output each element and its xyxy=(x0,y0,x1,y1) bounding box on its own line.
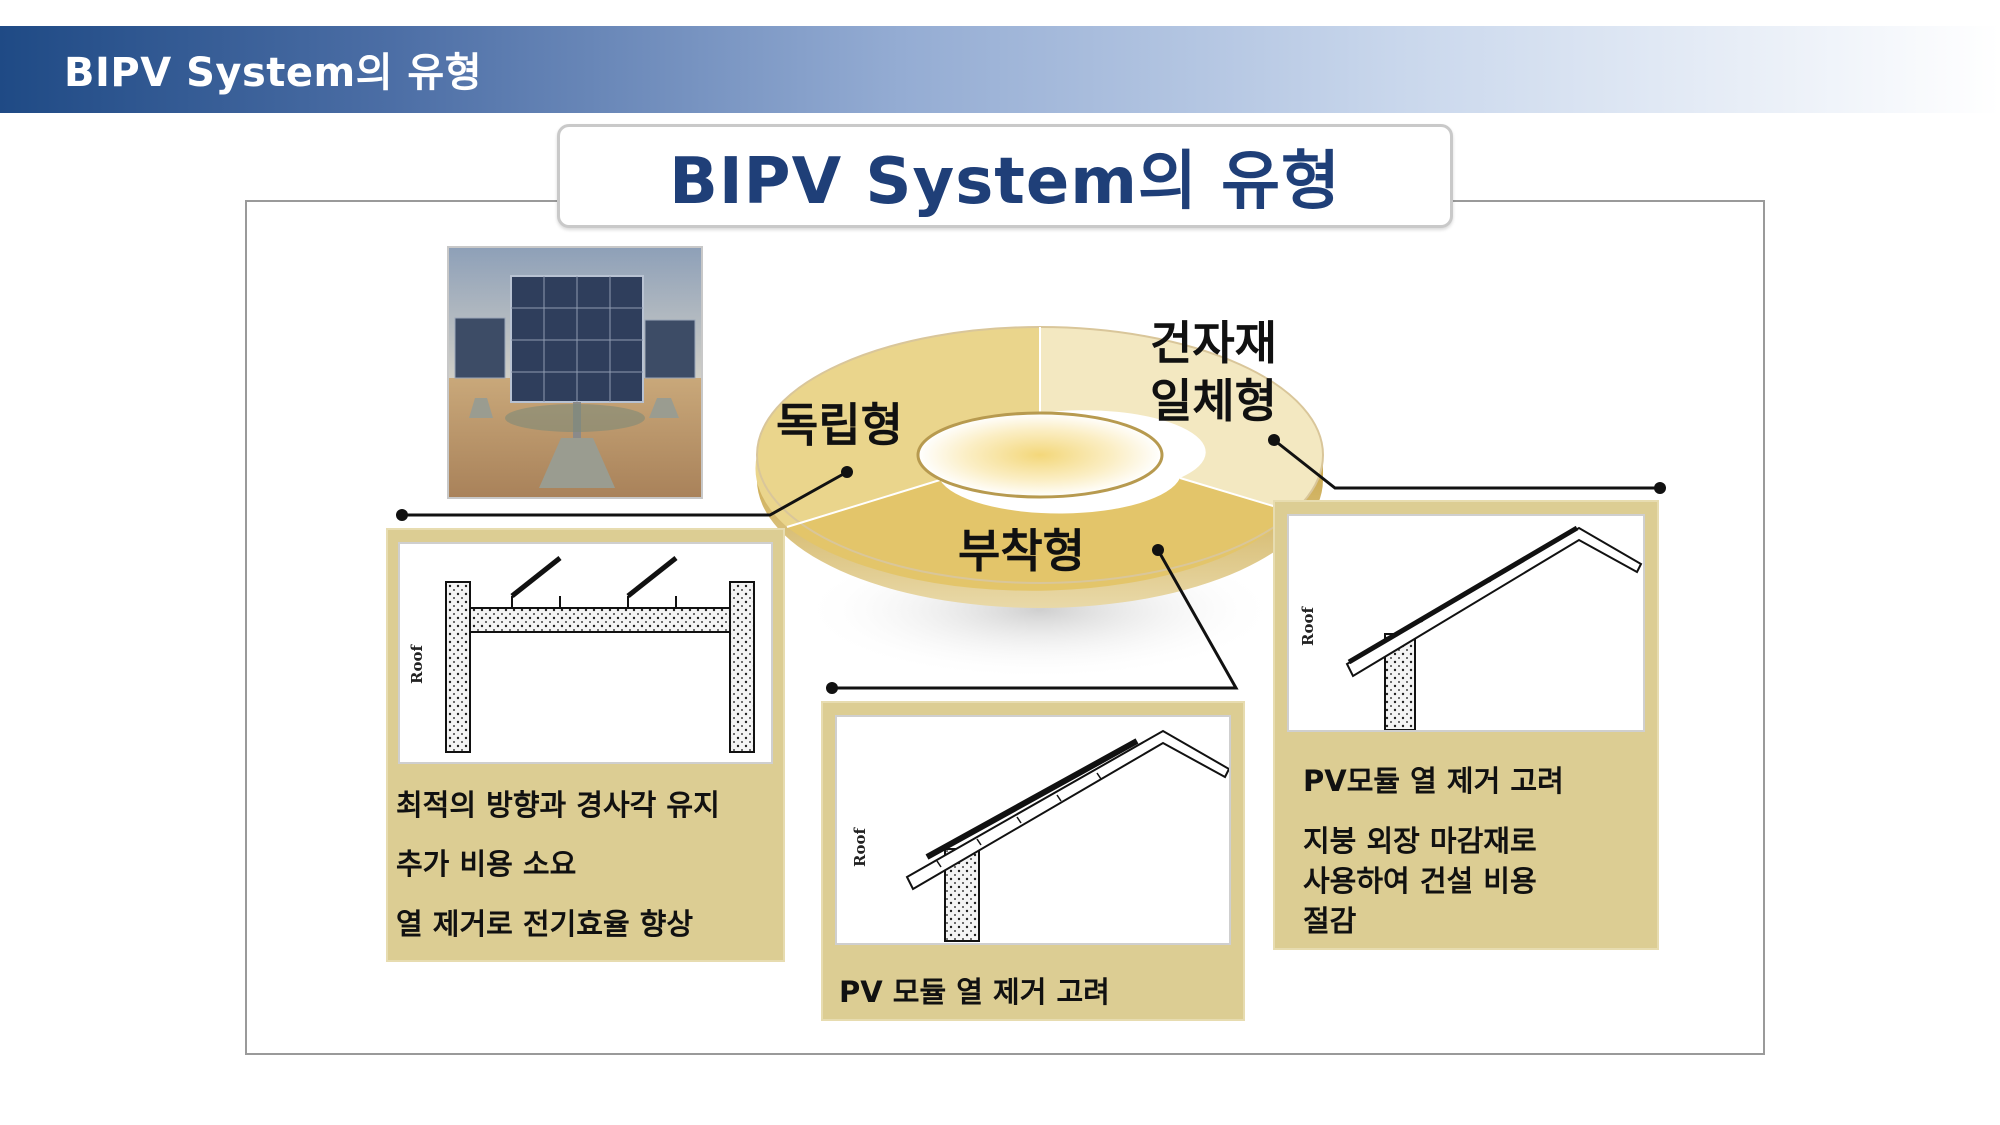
panel-independent-line3: 열 제거로 전기효율 향상 xyxy=(396,907,694,941)
connector-dot xyxy=(1268,434,1280,446)
panel-integrated-line1: PV모듈 열 제거 고려 xyxy=(1303,764,1564,798)
panel-integrated: Roof PV모듈 열 제거 고려 지붕 외장 마감재로 사용하여 건설 비용 … xyxy=(1275,502,1657,948)
panel-attached: Roof PV 모듈 열 제거 고려 xyxy=(823,703,1243,1019)
connector-dot xyxy=(1654,482,1666,494)
segment-label-integrated-line2: 일체형 xyxy=(1150,374,1277,428)
header-title: BIPV System의 유형 xyxy=(64,50,483,96)
panel-integrated-line4: 절감 xyxy=(1303,904,1357,938)
panel-independent-line1: 최적의 방향과 경사각 유지 xyxy=(396,788,720,822)
panel-integrated-line2: 지붕 외장 마감재로 xyxy=(1303,824,1537,858)
panel-independent-line2: 추가 비용 소요 xyxy=(396,847,577,881)
diagram-title: BIPV System의 유형 xyxy=(669,145,1341,219)
connector-dot xyxy=(1152,544,1164,556)
connector-dot xyxy=(826,682,838,694)
roof-label: Roof xyxy=(1299,606,1317,646)
roof-label: Roof xyxy=(851,827,869,867)
panel-integrated-line3: 사용하여 건설 비용 xyxy=(1303,864,1537,898)
connector-dot xyxy=(396,509,408,521)
segment-independent-lower xyxy=(755,455,940,527)
segment-label-attached: 부착형 xyxy=(958,524,1085,578)
segment-label-integrated-line1: 건자재 xyxy=(1150,316,1277,370)
connector-dot xyxy=(841,466,853,478)
segment-label-independent: 독립형 xyxy=(776,398,903,452)
header-bar xyxy=(0,26,2000,113)
pitched-roof-integrated-icon: Roof xyxy=(1287,514,1645,732)
ring-hole xyxy=(916,411,1164,499)
roof-label: Roof xyxy=(408,644,426,684)
flat-roof-mount-icon: Roof xyxy=(398,542,773,764)
solar-tracker-photo xyxy=(447,246,703,499)
title-box: BIPV System의 유형 xyxy=(557,124,1453,228)
panel-independent: Roof 최적의 방향과 경사각 유지 추가 비용 소요 열 제거로 전기효율 … xyxy=(388,530,783,960)
segment-integrated xyxy=(1040,327,1323,512)
segment-independent xyxy=(757,327,1040,455)
pitched-roof-attached-icon: Roof xyxy=(835,715,1231,945)
panel-attached-line1: PV 모듈 열 제거 고려 xyxy=(839,975,1110,1009)
